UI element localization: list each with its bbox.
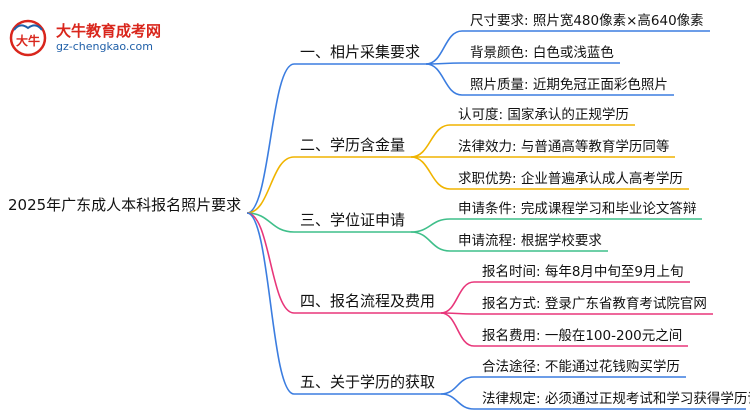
connector-branch-3-leaf-2 [440, 312, 475, 347]
svg-text:大牛: 大牛 [16, 33, 40, 48]
branch-degree-value: 二、学历含金量 [300, 136, 406, 154]
connector-branch-4-leaf-0 [440, 376, 475, 395]
logo-title: 大牛教育成考网 [56, 22, 162, 40]
connector-root-branch-3 [246, 212, 295, 314]
leaf-recognition: 认可度: 国家承认的正规学历 [458, 107, 629, 123]
branch-degree-certificate: 三、学位证申请 [300, 211, 406, 229]
leaf-legal-path: 合法途径: 不能通过花钱购买学历 [482, 359, 680, 375]
connector-branch-1-leaf-0 [410, 124, 451, 158]
connector-branch-3-leaf-0 [440, 281, 475, 314]
connector-root-branch-2 [246, 212, 295, 233]
leaf-registration-fee: 报名费用: 一般在100-200元之间 [482, 328, 683, 344]
leaf-background-color: 背景颜色: 白色或浅蓝色 [470, 45, 614, 61]
site-logo[interactable]: 大牛 大牛教育成考网 gz-chengkao.com [6, 18, 166, 58]
leaf-application-process: 申请流程: 根据学校要求 [458, 233, 602, 249]
leaf-application-conditions: 申请条件: 完成课程学习和毕业论文答辩 [458, 201, 697, 217]
leaf-registration-method: 报名方式: 登录广东省教育考试院官网 [482, 296, 707, 312]
connector-branch-0-leaf-2 [425, 63, 463, 96]
leaf-size-requirement: 尺寸要求: 照片宽480像素×高640像素 [470, 13, 704, 29]
leaf-photo-quality: 照片质量: 近期免冠正面彩色照片 [470, 77, 668, 93]
connector-root-branch-1 [246, 156, 295, 214]
leaf-registration-time: 报名时间: 每年8月中旬至9月上旬 [482, 264, 684, 280]
connector-branch-0-leaf-0 [425, 30, 463, 65]
connector-branch-4-leaf-1 [440, 393, 475, 410]
connector-branch-2-leaf-0 [410, 218, 451, 233]
bull-logo-icon: 大牛 [9, 19, 47, 57]
leaf-legal-effect: 法律效力: 与普通高等教育学历同等 [458, 139, 670, 155]
leaf-job-advantage: 求职优势: 企业普遍承认成人高考学历 [458, 171, 683, 187]
connector-branch-1-leaf-2 [410, 156, 451, 190]
branch-registration-process: 四、报名流程及费用 [300, 292, 436, 310]
leaf-legal-provision: 法律规定: 必须通过正规考试和学习获得学历证书 [482, 391, 750, 407]
logo-url: gz-chengkao.com [56, 40, 153, 53]
connector-branch-2-leaf-1 [410, 231, 451, 252]
connector-root-branch-0 [246, 63, 295, 214]
branch-degree-acquisition: 五、关于学历的获取 [300, 373, 436, 391]
branch-photo-requirements: 一、相片采集要求 [300, 43, 421, 61]
root-node: 2025年广东成人本科报名照片要求 [8, 196, 242, 214]
connector-root-branch-4 [246, 212, 295, 395]
